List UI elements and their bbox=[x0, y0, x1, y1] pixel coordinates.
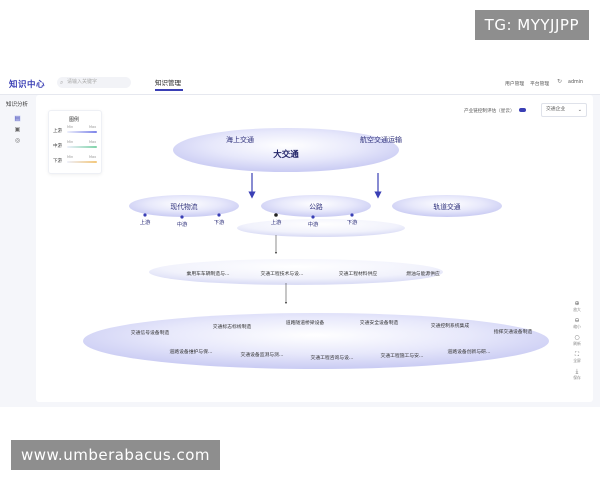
legend-row-label: 上游 bbox=[53, 129, 62, 134]
tool-label: 缩小 bbox=[573, 324, 581, 329]
category-select[interactable]: 交通企业 ⌄ bbox=[541, 103, 587, 117]
legend-gradient-bar bbox=[67, 131, 97, 133]
level4-item[interactable]: 道路设备创新与研... bbox=[448, 348, 491, 355]
stage-label[interactable]: 上游 bbox=[271, 218, 282, 226]
user-menu[interactable]: admin bbox=[568, 80, 584, 85]
stage-label[interactable]: 上游 bbox=[140, 218, 151, 226]
legend-gradient-bar bbox=[67, 161, 97, 163]
level2-title[interactable]: 公路 bbox=[309, 202, 323, 211]
level4-item[interactable]: 交通信号设备制造 bbox=[131, 329, 170, 336]
tool-refresh[interactable]: ○刷新 bbox=[566, 334, 588, 347]
legend-row-label: 下游 bbox=[53, 159, 62, 164]
search-icon: ⌕ bbox=[60, 79, 64, 86]
legend-min: Min bbox=[67, 140, 74, 144]
level4-item[interactable]: 交通工程施工与安... bbox=[381, 352, 424, 359]
level3-item[interactable]: 交通工程技术与设... bbox=[261, 270, 304, 277]
level4-item[interactable]: 交通设备监测与测... bbox=[241, 351, 284, 358]
root-node[interactable] bbox=[173, 128, 399, 172]
level4-item[interactable]: 交通安全设备制造 bbox=[360, 319, 399, 326]
select-value: 交通企业 bbox=[546, 107, 566, 112]
legend-max: Max bbox=[89, 155, 97, 159]
level3-item[interactable]: 乘用车车辆制造与... bbox=[187, 270, 230, 277]
root-left-label[interactable]: 海上交通 bbox=[226, 135, 254, 144]
refresh-icon: ○ bbox=[574, 334, 580, 341]
evaluation-toggle[interactable] bbox=[519, 108, 526, 112]
legend-min: Min bbox=[67, 155, 74, 159]
node-highway[interactable] bbox=[261, 195, 371, 217]
refresh-icon[interactable]: ↻ bbox=[557, 78, 563, 85]
legend-title: 图例 bbox=[69, 117, 80, 123]
tool-label: 全屏 bbox=[573, 358, 581, 363]
settings-icon[interactable]: ◎ bbox=[14, 137, 21, 144]
node-modern-logistics[interactable] bbox=[129, 195, 239, 217]
stage-label[interactable]: 中游 bbox=[177, 220, 188, 228]
chevron-down-icon: ⌄ bbox=[577, 107, 582, 113]
app-window: 知识中心 ⌕ 请输入关键字 知识管理 用户管理 平台管理 ↻ admin 知识分… bbox=[0, 72, 600, 407]
sidebar: 知识分析 ▤ ▣ ◎ bbox=[0, 95, 36, 407]
level4-item[interactable]: 交通控制系统集成 bbox=[431, 322, 470, 329]
highway-stage-ring bbox=[237, 219, 405, 237]
root-right-label[interactable]: 航空交通运输 bbox=[360, 135, 402, 144]
doc-icon[interactable]: ▣ bbox=[14, 126, 21, 133]
app-logo: 知识中心 bbox=[9, 80, 46, 90]
level3-ring bbox=[149, 259, 443, 285]
tool-label: 刷新 bbox=[573, 341, 581, 346]
legend-max: Max bbox=[89, 125, 97, 129]
zoom-in-icon: ⊕ bbox=[574, 300, 580, 307]
top-bar: 知识中心 ⌕ 请输入关键字 知识管理 用户管理 平台管理 ↻ admin bbox=[0, 72, 600, 95]
nav-platform-management[interactable]: 平台管理 bbox=[530, 82, 550, 87]
tool-label: 保存 bbox=[573, 375, 581, 380]
level2-title[interactable]: 轨道交通 bbox=[433, 202, 460, 211]
level4-item[interactable]: 指挥交通设备制造 bbox=[494, 328, 533, 335]
nav-user-management[interactable]: 用户管理 bbox=[505, 82, 525, 87]
download-icon: ⤓ bbox=[575, 368, 579, 375]
root-title[interactable]: 大交通 bbox=[273, 149, 299, 160]
node-rail-transit[interactable] bbox=[392, 195, 502, 217]
active-tab-indicator bbox=[155, 89, 183, 91]
level4-item[interactable]: 道路隧道桥梁设备 bbox=[286, 319, 325, 326]
fullscreen-icon: ⛶ bbox=[574, 351, 580, 358]
level4-ring bbox=[83, 313, 549, 369]
legend-gradient-bar bbox=[67, 146, 97, 148]
level3-item[interactable]: 燃油与能源供应 bbox=[406, 270, 440, 277]
tool-download[interactable]: ⤓保存 bbox=[566, 368, 588, 381]
tool-fullscreen[interactable]: ⛶全屏 bbox=[566, 351, 588, 364]
legend-row-label: 中游 bbox=[53, 144, 62, 149]
legend-min: Min bbox=[67, 125, 74, 129]
tool-zoom-in[interactable]: ⊕放大 bbox=[566, 300, 588, 313]
search-input[interactable]: ⌕ 请输入关键字 bbox=[57, 77, 131, 88]
watermark-tag: TG: MYYJJPP bbox=[474, 10, 589, 40]
stage-label[interactable]: 中游 bbox=[308, 220, 319, 228]
level4-item[interactable]: 交通标志标线制造 bbox=[213, 323, 252, 330]
sidebar-title: 知识分析 bbox=[6, 102, 29, 108]
stage-label[interactable]: 下游 bbox=[347, 218, 358, 226]
chart-icon[interactable]: ▤ bbox=[14, 115, 21, 122]
tab-knowledge-management[interactable]: 知识管理 bbox=[155, 79, 181, 87]
level2-title[interactable]: 现代物流 bbox=[170, 202, 197, 211]
level4-item[interactable]: 道路设备维护与保... bbox=[170, 348, 213, 355]
level3-item[interactable]: 交通工程材料供应 bbox=[339, 270, 378, 277]
stage-label[interactable]: 下游 bbox=[214, 218, 225, 226]
evaluation-label: 产业链控制评估（星云） bbox=[464, 109, 515, 114]
tool-label: 放大 bbox=[573, 307, 581, 312]
legend-max: Max bbox=[89, 140, 97, 144]
tool-zoom-out[interactable]: ⊖缩小 bbox=[566, 317, 588, 330]
search-placeholder: 请输入关键字 bbox=[67, 79, 98, 85]
zoom-out-icon: ⊖ bbox=[574, 317, 580, 324]
level4-item[interactable]: 交通工程咨询与设... bbox=[311, 354, 354, 361]
watermark-url: www.umberabacus.com bbox=[11, 440, 221, 470]
